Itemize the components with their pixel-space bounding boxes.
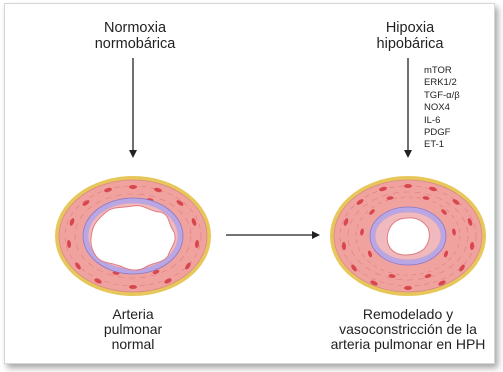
right-caption-line-2: vasoconstricción de la [318,322,498,337]
remodeled-artery [330,176,486,296]
lumen [91,206,175,271]
right-caption: Remodelado y vasoconstricción de la arte… [318,307,498,352]
lumen [387,218,429,255]
left-caption-line-3: normal [58,337,208,352]
left-caption: Arteria pulmonar normal [58,307,208,352]
right-caption-line-1: Remodelado y [318,307,498,322]
left-caption-line-1: Arteria [58,307,208,322]
right-caption-line-3: arteria pulmonar en HPH [318,337,498,352]
left-caption-line-2: pulmonar [58,322,208,337]
normal-artery [55,176,211,296]
